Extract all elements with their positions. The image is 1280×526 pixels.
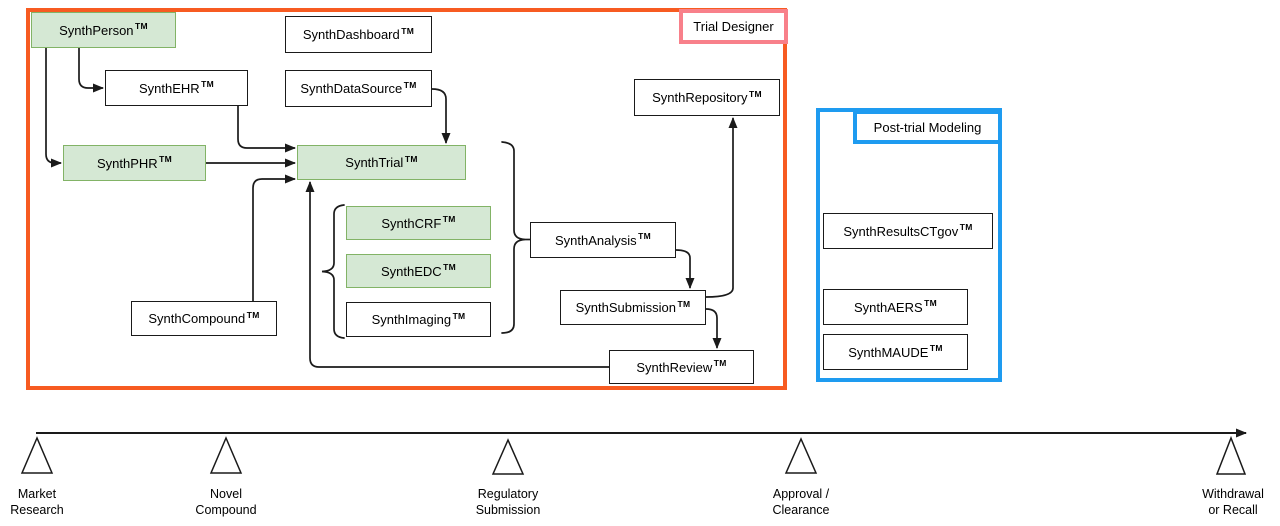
timeline-marker-approval-clearance bbox=[784, 437, 818, 474]
tm-mark: TM bbox=[929, 343, 943, 353]
node-synthanalysis-label: SynthAnalysis bbox=[554, 232, 637, 248]
tm-mark: TM bbox=[401, 25, 415, 36]
node-synthreview-label: SynthReview bbox=[636, 359, 713, 375]
node-synthresultsctgov-label: SynthResultsCTgov bbox=[843, 223, 959, 239]
phase-label-market-research: Market Research bbox=[10, 487, 64, 517]
phase-label-approval-clearance: Approval / Clearance bbox=[772, 487, 830, 517]
node-synthdatasource-label: SynthDataSource bbox=[300, 81, 403, 96]
tm-mark: TM bbox=[246, 309, 260, 320]
tm-mark: TM bbox=[924, 298, 938, 308]
phase-label-regulatory-submission: Regulatory Submission bbox=[475, 487, 541, 517]
node-synthaers-label: SynthAERS bbox=[853, 299, 923, 315]
timeline-marker-market-research bbox=[20, 436, 54, 474]
tm-mark: TM bbox=[959, 222, 973, 232]
tm-mark: TM bbox=[713, 358, 727, 368]
post-trial-modeling-title: Post-trial Modeling bbox=[853, 110, 1002, 144]
tm-mark: TM bbox=[749, 88, 762, 99]
node-synthphr-label: SynthPHR bbox=[96, 155, 158, 171]
tm-mark: TM bbox=[201, 79, 215, 89]
trial-designer-title: Trial Designer bbox=[679, 9, 788, 44]
tm-mark: TM bbox=[443, 262, 457, 272]
tm-mark: TM bbox=[638, 231, 652, 241]
node-synthehr-label: SynthEHR bbox=[138, 80, 200, 96]
timeline-marker-novel-compound bbox=[209, 436, 243, 474]
tm-mark: TM bbox=[159, 154, 173, 164]
node-synthcrf-label: SynthCRF bbox=[381, 215, 442, 231]
node-synthtrial-label: SynthTrial bbox=[345, 155, 404, 170]
tm-mark: TM bbox=[677, 298, 691, 309]
node-synthperson-label: SynthPerson bbox=[59, 22, 134, 38]
trial-designer-title-text: Trial Designer bbox=[693, 19, 774, 34]
timeline-marker-withdrawal-recall bbox=[1215, 435, 1247, 475]
node-synthedc-label: SynthEDC bbox=[380, 263, 442, 279]
tm-mark: TM bbox=[135, 21, 148, 31]
node-synthdashboard-label: SynthDashboard bbox=[302, 27, 400, 42]
tm-mark: TM bbox=[404, 153, 418, 164]
trial-designer-container bbox=[26, 8, 787, 390]
node-synthsubmission-label: SynthSubmission bbox=[575, 300, 677, 315]
phase-label-withdrawal-recall: Withdrawal or Recall bbox=[1202, 487, 1264, 517]
tm-mark: TM bbox=[442, 214, 456, 224]
tm-mark: TM bbox=[403, 79, 417, 90]
tm-mark: TM bbox=[452, 310, 466, 321]
node-synthmaude-label: SynthMAUDE bbox=[848, 344, 929, 360]
phase-label-novel-compound: Novel Compound bbox=[195, 487, 257, 517]
node-synthrepository-label: SynthRepository bbox=[652, 90, 748, 105]
post-trial-modeling-title-text: Post-trial Modeling bbox=[873, 119, 982, 135]
timeline-marker-regulatory-submission bbox=[491, 438, 525, 475]
node-synthimaging-label: SynthImaging bbox=[371, 312, 452, 327]
node-synthcompound-label: SynthCompound bbox=[148, 311, 246, 326]
